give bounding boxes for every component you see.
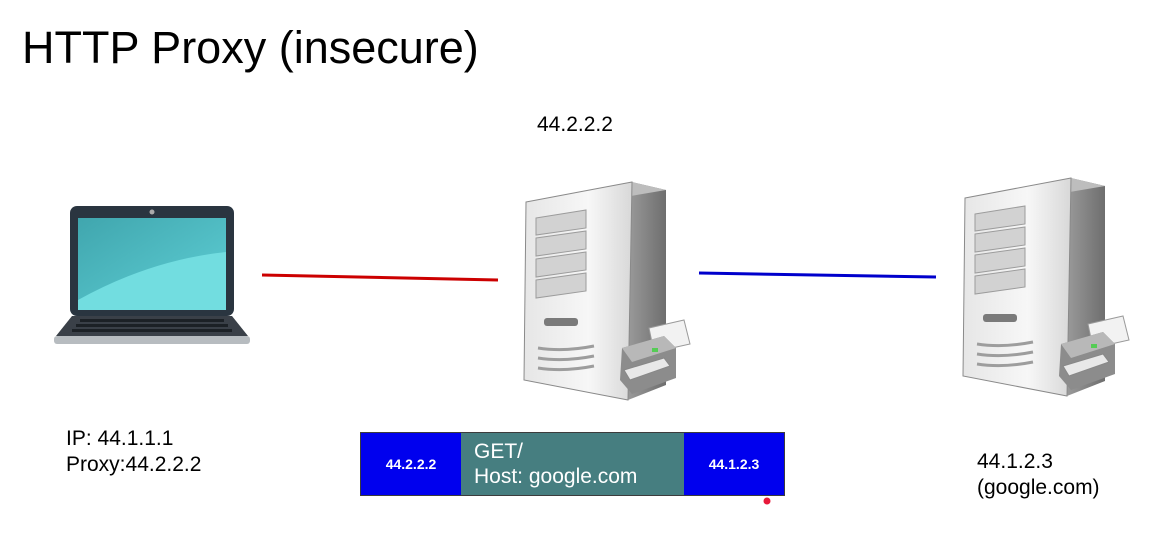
packet-payload-line-2: Host: google.com: [474, 465, 638, 488]
packet-src-ip: 44.2.2.2: [361, 433, 461, 495]
proxy-dest-link: [698, 271, 937, 279]
proxy-server-icon: [522, 180, 692, 402]
destination-server-icon: [961, 176, 1131, 398]
client-proxy-link: [261, 273, 499, 282]
client-ip-label: IP: 44.1.1.1: [66, 427, 174, 450]
packet-dst-ip: 44.1.2.3: [684, 433, 784, 495]
pointer-dot: [763, 497, 771, 505]
http-packet: 44.2.2.2 GET/ Host: google.com 44.1.2.3: [360, 432, 785, 496]
destination-host-label: (google.com): [977, 476, 1100, 499]
proxy-ip-label: 44.2.2.2: [537, 113, 613, 136]
packet-payload: GET/ Host: google.com: [461, 433, 684, 495]
destination-ip-label: 44.1.2.3: [977, 450, 1053, 473]
laptop-icon: [54, 206, 250, 344]
page-title: HTTP Proxy (insecure): [22, 22, 479, 73]
client-proxy-label: Proxy:44.2.2.2: [66, 453, 202, 476]
destination-info: 44.1.2.3 (google.com): [977, 449, 1100, 501]
client-info: IP: 44.1.1.1 Proxy:44.2.2.2: [66, 426, 201, 478]
packet-payload-line-1: GET/: [474, 440, 524, 463]
